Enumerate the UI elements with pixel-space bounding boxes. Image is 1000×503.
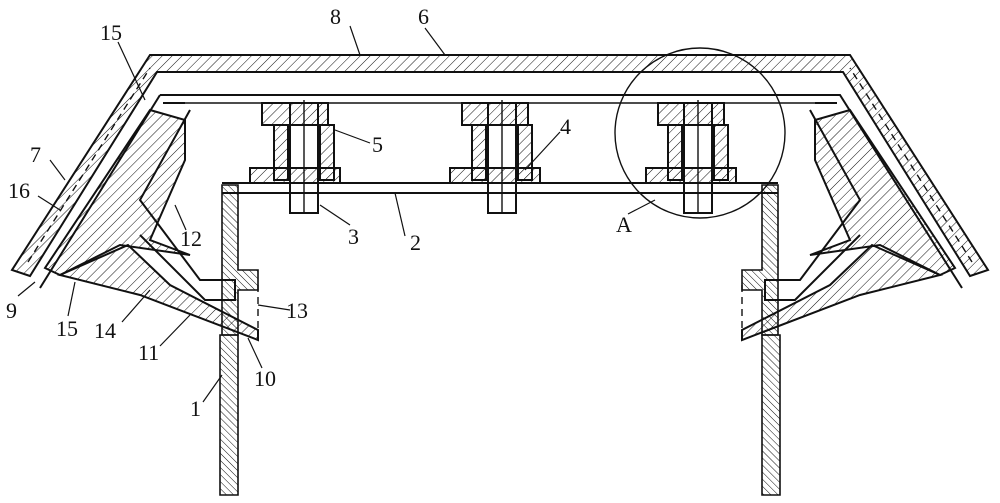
label-4: 4 [560, 114, 571, 139]
leader-2 [394, 192, 406, 237]
left-wall-1 [221, 184, 259, 336]
label-14: 14 [94, 318, 116, 343]
label-11: 11 [138, 340, 159, 365]
leader-a [627, 199, 656, 215]
label-2: 2 [410, 230, 421, 255]
leader-8 [349, 25, 361, 56]
leader-5 [334, 129, 371, 144]
leader-4 [524, 131, 561, 171]
leader-14 [121, 289, 151, 323]
top-cover-6 [10, 54, 990, 278]
right-wedge-14 [741, 243, 944, 342]
label-a: A [616, 212, 632, 237]
crossbeam-2 [222, 182, 778, 194]
leader-15a [117, 41, 146, 101]
label-6: 6 [418, 4, 429, 29]
leader-15b [67, 281, 76, 317]
leader-10 [247, 337, 263, 369]
label-5: 5 [372, 132, 383, 157]
leader-3 [319, 204, 351, 226]
left-wall-1-lower [219, 334, 239, 496]
bolt-assembly-1 [249, 100, 341, 214]
right-wall-1-lower [761, 334, 781, 496]
label-13: 13 [286, 298, 308, 323]
label-16: 16 [8, 178, 30, 203]
label-7: 7 [30, 142, 41, 167]
leader-16 [37, 195, 61, 211]
bolt-assembly-2 [449, 100, 541, 214]
leader-11 [159, 314, 191, 347]
leader-7 [49, 159, 66, 181]
label-1: 1 [190, 396, 201, 421]
label-12: 12 [180, 226, 202, 251]
bolt-assembly-3 [645, 100, 737, 214]
leader-9 [17, 281, 36, 297]
right-wall-1 [741, 184, 779, 336]
leader-12 [174, 204, 187, 231]
right-bracket-15 [809, 108, 957, 277]
label-9: 9 [6, 298, 17, 323]
left-wedge-14 [56, 243, 259, 342]
dashed-layer-16-left [27, 67, 151, 263]
label-15a: 15 [100, 20, 122, 45]
left-bracket-15 [43, 108, 191, 277]
leader-13 [257, 304, 291, 311]
label-15b: 15 [56, 316, 78, 341]
label-10: 10 [254, 366, 276, 391]
dashed-layer-16-right [849, 67, 973, 263]
leader-6 [424, 27, 446, 56]
label-8: 8 [330, 4, 341, 29]
detail-circle-a [614, 47, 786, 219]
leader-1 [202, 374, 223, 403]
label-3: 3 [348, 224, 359, 249]
